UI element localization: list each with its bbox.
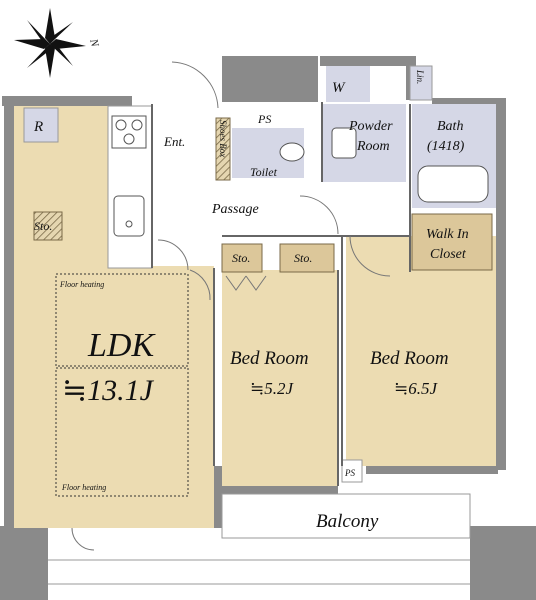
washer-name: W (332, 80, 346, 96)
storage-ldk-name: Sto. (34, 219, 52, 233)
compass-north-label: N (87, 37, 101, 49)
floor-heating-zone-top (55, 273, 189, 367)
walk-in-closet-line2: Closet (430, 247, 467, 262)
shoes-box (215, 117, 231, 181)
storage-hall-name: Sto. (294, 251, 312, 265)
linen-closet (409, 65, 433, 101)
door-swings (71, 61, 391, 551)
cooktop-icon (111, 115, 147, 149)
ps-bottom-box (341, 459, 363, 483)
bed-room-1-name: Bed Room (230, 348, 309, 369)
balcony-name: Balcony (316, 511, 379, 532)
ps-top-name: PS (257, 112, 271, 126)
walk-in-closet (411, 213, 493, 271)
balcony (221, 493, 471, 539)
walk-in-closet-line1: Walk In (426, 227, 469, 242)
floor-heating-label-bottom: Floor heating (61, 483, 106, 492)
walls (0, 56, 536, 600)
toilet-name: Toilet (250, 165, 278, 179)
toilet-bowl-icon (279, 142, 305, 162)
refrigerator-space (23, 107, 59, 143)
bath-size: (1418) (427, 139, 465, 154)
refrigerator-name: R (33, 119, 43, 135)
powder-room-name-line2: Room (356, 139, 390, 154)
kitchen-sink-icon (113, 195, 145, 237)
floor-heating-label-top: Floor heating (59, 280, 104, 289)
ldk-size: ≒13.1J (62, 374, 155, 407)
powder-room-name-line1: Powder (348, 119, 393, 134)
ldk-name: LDK (87, 327, 156, 364)
shoes-box-name: Shoes Box (218, 120, 228, 157)
bed-room-2 (346, 236, 496, 466)
storage-bed1-name: Sto. (232, 251, 250, 265)
bed-room-1 (222, 270, 338, 486)
bed-room-2-name: Bed Room (370, 348, 449, 369)
bed-room-1-size: ≒5.2J (250, 379, 294, 398)
storage-hall (279, 243, 335, 273)
compass-rose-icon: N (14, 8, 101, 78)
bed-room-2-size: ≒6.5J (394, 379, 438, 398)
bath-name: Bath (437, 119, 463, 134)
partitions (151, 102, 411, 486)
ldk-area (14, 266, 214, 528)
basin-icon (331, 127, 357, 159)
storage-ldk (33, 211, 63, 241)
bathtub-icon (417, 165, 489, 203)
ps-bottom-name: PS (344, 468, 355, 478)
entrance-name: Ent. (163, 134, 185, 149)
passage-name: Passage (211, 202, 259, 217)
floor-heating-zone-bottom (55, 367, 189, 497)
linen-name: Lin. (415, 69, 425, 84)
storage-bed1 (221, 243, 263, 273)
washer-space (326, 66, 370, 102)
